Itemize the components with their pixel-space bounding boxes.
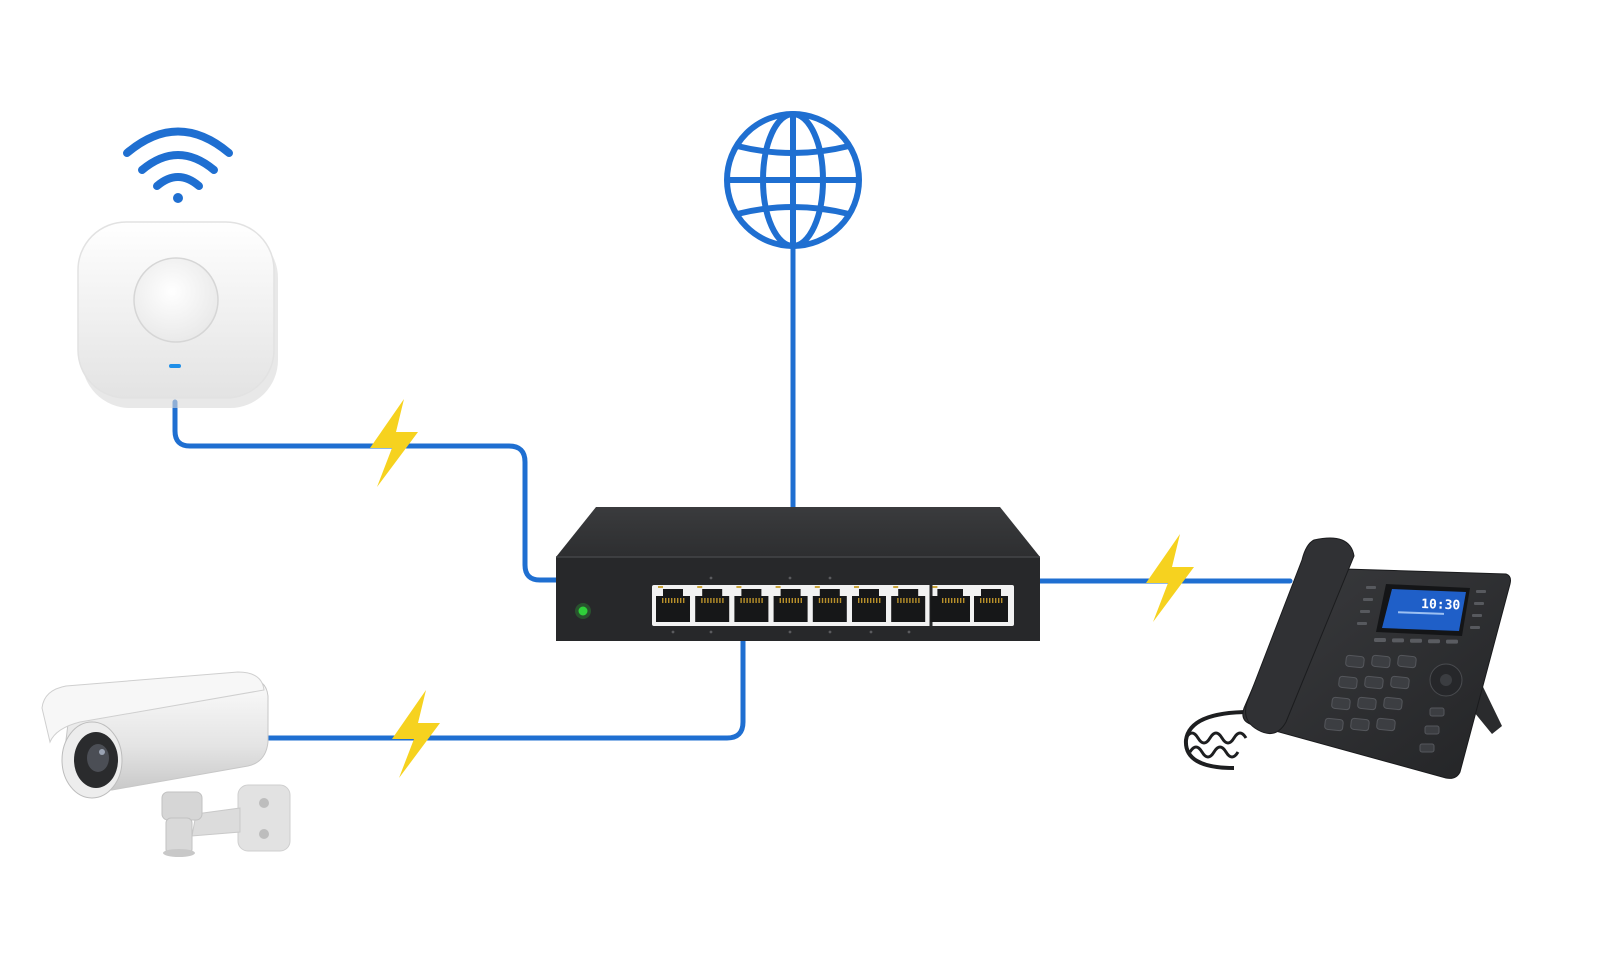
keypad-key [1383,696,1403,711]
lightning-bolt-icon [370,399,418,487]
power-led [578,606,588,616]
access-point-cable [172,399,566,583]
keypad-key [1376,717,1396,732]
side-key [1429,707,1445,717]
function-key [1428,639,1440,644]
keypad-key [1324,717,1344,732]
switch-ports [656,586,1008,622]
phone-screen-time: 10:30 [1421,597,1461,613]
ethernet-port [773,586,808,622]
access-point-status-led [169,364,181,368]
cables [172,243,1293,741]
camera-cable [259,621,746,741]
ethernet-port [891,586,926,622]
function-key [1374,638,1386,642]
phone-keypad [1324,638,1458,753]
keypad-key [1390,675,1410,690]
phone-screen [1382,589,1466,631]
keypad-key [1345,654,1365,669]
globe-icon [724,111,862,249]
desk-phone-icon: 10:30 [1183,537,1511,779]
ethernet-port [812,586,847,622]
ethernet-port [974,589,1008,622]
function-key [1446,639,1458,644]
side-key [1419,743,1435,753]
keypad-key [1350,717,1370,732]
keypad-key [1364,675,1384,690]
function-key [1410,638,1422,643]
ethernet-port [695,586,730,622]
lightning-bolt-icon [392,690,440,778]
wireless-access-point-icon [77,221,278,408]
ethernet-port [656,586,690,622]
keypad-key [1338,675,1358,690]
keypad-key [1357,696,1377,711]
ethernet-port [852,586,886,622]
wifi-icon [123,127,233,203]
network-switch-icon [556,507,1040,641]
lightning-bolt-icon [1146,534,1194,622]
keypad-key [1331,696,1351,711]
function-key [1392,638,1404,643]
ethernet-port [936,589,970,622]
keypad-key [1371,654,1391,669]
keypad-key [1397,654,1417,669]
ethernet-port [734,586,769,622]
side-key [1424,725,1440,735]
security-camera-icon [41,671,291,857]
